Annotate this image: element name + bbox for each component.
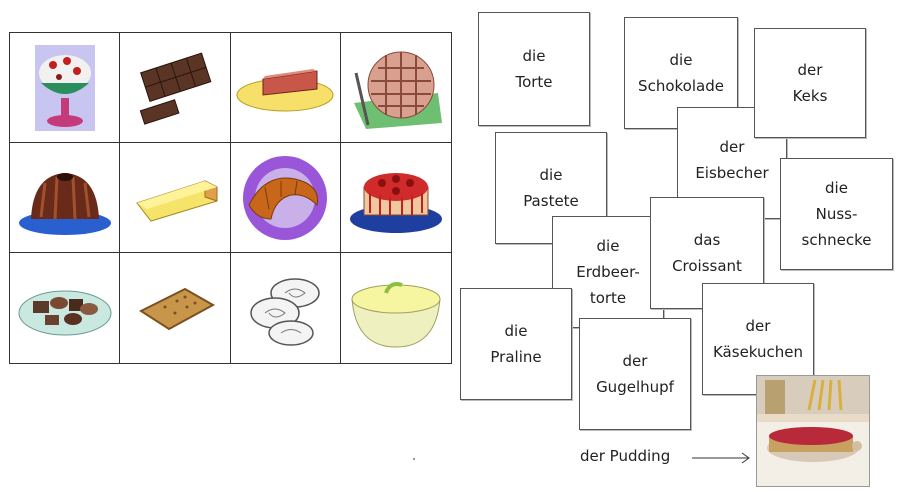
grid-cell-sundae [10, 33, 121, 143]
word-card-keks[interactable]: der Keks [754, 28, 866, 138]
card-word: Pastete [523, 192, 579, 210]
cinnamon-rolls-icon [250, 278, 320, 346]
card-article: der [797, 61, 823, 79]
word-card-nussschnecke[interactable]: die Nuss- schnecke [780, 158, 893, 270]
card-word: Torte [515, 73, 553, 91]
strawberry-cake-icon [349, 172, 442, 233]
cake-slice-icon [236, 68, 334, 111]
card-article: die [596, 237, 620, 255]
pralines-plate-icon [18, 290, 112, 336]
word-card-gugelhupf[interactable]: der Gugelhupf [579, 318, 691, 430]
card-article: das [693, 231, 721, 249]
pudding-photo [756, 375, 870, 487]
grid-cell-strawberry-cake [340, 143, 451, 253]
ice-cream-sundae-icon [34, 44, 95, 131]
chocolate-bar-icon [139, 51, 212, 125]
card-article: der [719, 138, 745, 156]
lattice-pie-icon [353, 51, 442, 129]
word-card-torte[interactable]: die Torte [478, 12, 590, 126]
grid-cell-croissant [230, 143, 341, 253]
word-card-praline[interactable]: die Praline [460, 288, 572, 400]
card-word: Gugelhupf [596, 378, 674, 396]
croissant-icon [243, 155, 328, 240]
card-article: die [522, 47, 546, 65]
card-article: die [825, 179, 848, 197]
card-word: Käsekuchen [712, 343, 804, 361]
picture-grid [9, 32, 452, 364]
card-article: die [504, 322, 528, 340]
card-article: die [669, 51, 693, 69]
grid-cell-cake-slice [230, 33, 341, 143]
card-article: der [745, 317, 771, 335]
arrow-right-icon [692, 452, 750, 464]
card-word: torte [589, 289, 627, 307]
card-word: Keks [792, 87, 828, 105]
bundt-cake-icon [18, 172, 111, 235]
grid-cell-chocolate [120, 33, 231, 143]
grid-cell-lattice-pie [340, 33, 451, 143]
card-word: schnecke [801, 231, 872, 249]
grid-cell-pie-slice [120, 143, 231, 253]
grid-cell-biscuit [120, 253, 231, 363]
pudding-bowl-icon [351, 282, 441, 348]
grid-cell-pudding-bowl [341, 253, 451, 363]
card-word: Croissant [672, 257, 742, 275]
card-article: der [622, 352, 648, 370]
grid-cell-bundt [10, 143, 121, 253]
stray-dot [413, 458, 415, 460]
word-card-erdbeertorte[interactable]: die Erdbeer- torte [552, 216, 664, 328]
pie-slice-icon [136, 179, 218, 222]
biscuit-icon [138, 287, 215, 331]
grid-cell-cinnamon-rolls [231, 253, 341, 363]
card-word: Erdbeer- [576, 263, 640, 281]
card-word: Eisbecher [695, 164, 769, 182]
pudding-cake-photo-icon [757, 376, 869, 486]
card-word: Praline [490, 348, 542, 366]
card-word: Nuss- [815, 205, 858, 223]
card-word: Schokolade [638, 77, 724, 95]
grid-cell-pralines [10, 253, 121, 363]
pudding-caption: der Pudding [580, 447, 671, 465]
card-article: die [539, 166, 563, 184]
